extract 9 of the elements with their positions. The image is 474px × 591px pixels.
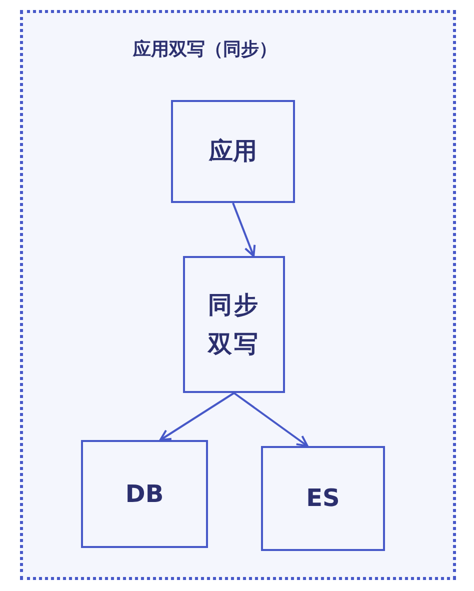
arrow — [159, 392, 235, 441]
frame-title: 应用双写（同步） — [133, 38, 277, 61]
arrow — [233, 392, 308, 447]
process-box: ES — [261, 446, 385, 551]
process-box: 应用 — [171, 100, 295, 203]
process-box: 同步双写 — [183, 256, 285, 393]
arrow — [232, 202, 256, 257]
process-box: DB — [81, 440, 208, 548]
dotted-frame — [20, 10, 456, 580]
